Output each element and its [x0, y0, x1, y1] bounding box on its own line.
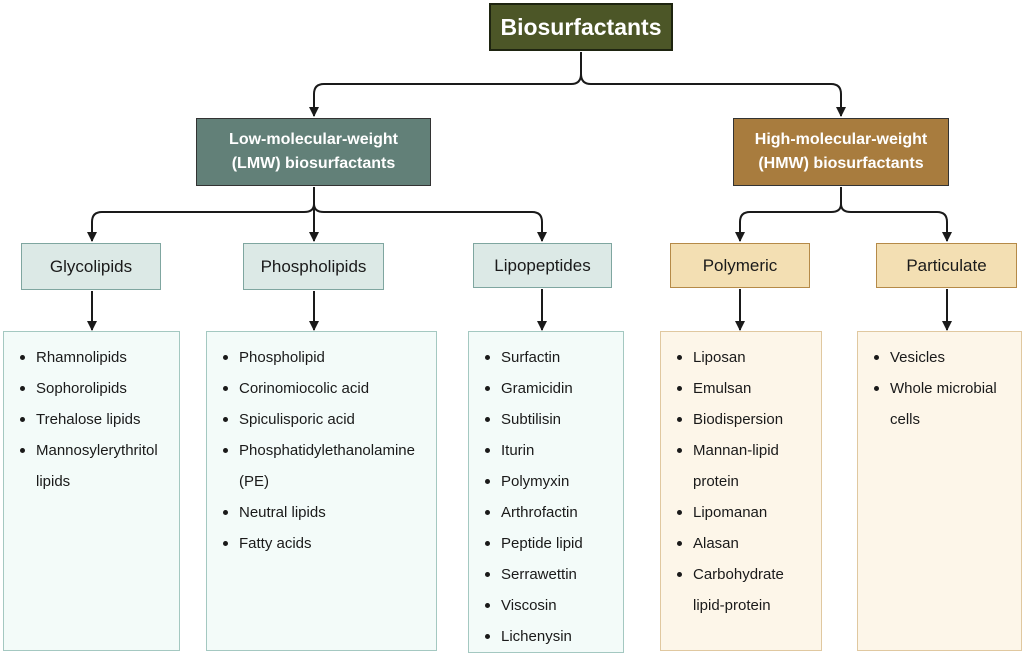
subcategory-lipopeptides-label: Lipopeptides	[494, 255, 591, 275]
list-item: Corinomiocolic acid	[223, 373, 426, 404]
lipopeptides-list: Surfactin Gramicidin Subtilisin Iturin P…	[468, 331, 624, 653]
subcategory-lipopeptides: Lipopeptides	[473, 243, 612, 288]
list-item: Sophorolipids	[20, 373, 169, 404]
list-item: Lipomanan	[677, 497, 811, 528]
polymeric-list: Liposan Emulsan Biodispersion Mannan-lip…	[660, 331, 822, 651]
subcategory-particulate: Particulate	[876, 243, 1017, 288]
list-item: Peptide lipid	[485, 528, 613, 559]
glycolipids-list: Rhamnolipids Sophorolipids Trehalose lip…	[3, 331, 180, 651]
category-hmw-title-line1: High-molecular-weight	[754, 131, 928, 148]
subcategory-phospholipids-label: Phospholipids	[260, 256, 367, 276]
list-item: Trehalose lipids	[20, 404, 169, 435]
subcategory-particulate-label: Particulate	[906, 255, 987, 275]
list-item: Biodispersion	[677, 404, 811, 435]
phospholipids-list: Phospholipid Corinomiocolic acid Spiculi…	[206, 331, 437, 651]
list-item: Gramicidin	[485, 373, 613, 404]
list-item: Surfactin	[485, 342, 613, 373]
list-item: Neutral lipids	[223, 497, 426, 528]
list-item: Whole microbial cells	[874, 373, 1011, 435]
category-lmw-title-line1: Low-molecular-weight	[229, 131, 398, 148]
connector-lmw-to-glycolipids	[87, 187, 315, 242]
list-item: Rhamnolipids	[20, 342, 169, 373]
connector-hmw-to-polymeric	[735, 187, 842, 242]
category-hmw: High-molecular-weight (HMW) biosurfactan…	[733, 118, 949, 186]
category-hmw-title-line2: (HMW) biosurfactants	[758, 155, 924, 172]
subcategory-glycolipids-label: Glycolipids	[49, 256, 133, 276]
category-lmw: Low-molecular-weight (LMW) biosurfactant…	[196, 118, 431, 186]
subcategory-glycolipids: Glycolipids	[21, 243, 161, 290]
root-node: Biosurfactants	[489, 3, 673, 51]
list-item: Viscosin	[485, 590, 613, 621]
list-item: Phosphatidylethanolamine (PE)	[223, 435, 426, 497]
list-item: Emulsan	[677, 373, 811, 404]
list-item: Carbohydrate lipid-protein	[677, 559, 811, 621]
list-item: Phospholipid	[223, 342, 426, 373]
subcategory-phospholipids: Phospholipids	[243, 243, 384, 290]
list-item: Alasan	[677, 528, 811, 559]
list-item: Vesicles	[874, 342, 1011, 373]
list-item: Serrawettin	[485, 559, 613, 590]
root-title: Biosurfactants	[500, 13, 662, 40]
list-item: Arthrofactin	[485, 497, 613, 528]
subcategory-polymeric-label: Polymeric	[702, 255, 778, 275]
list-item: Mannosylerythritol lipids	[20, 435, 169, 497]
list-item: Subtilisin	[485, 404, 613, 435]
category-lmw-title-line2: (LMW) biosurfactants	[231, 155, 396, 172]
list-item: Fatty acids	[223, 528, 426, 559]
list-item: Liposan	[677, 342, 811, 373]
list-item: Mannan-lipid protein	[677, 435, 811, 497]
list-item: Lichenysin	[485, 621, 613, 652]
subcategory-polymeric: Polymeric	[670, 243, 810, 288]
list-item: Polymyxin	[485, 466, 613, 497]
connector-hmw-to-particulate	[840, 203, 952, 242]
connector-lmw-to-lipopeptides	[313, 203, 547, 242]
particulate-list: Vesicles Whole microbial cells	[857, 331, 1022, 651]
connector-root-to-lmw	[309, 52, 582, 117]
list-item: Spiculisporic acid	[223, 404, 426, 435]
list-item: Iturin	[485, 435, 613, 466]
connector-root-to-hmw	[580, 73, 846, 117]
